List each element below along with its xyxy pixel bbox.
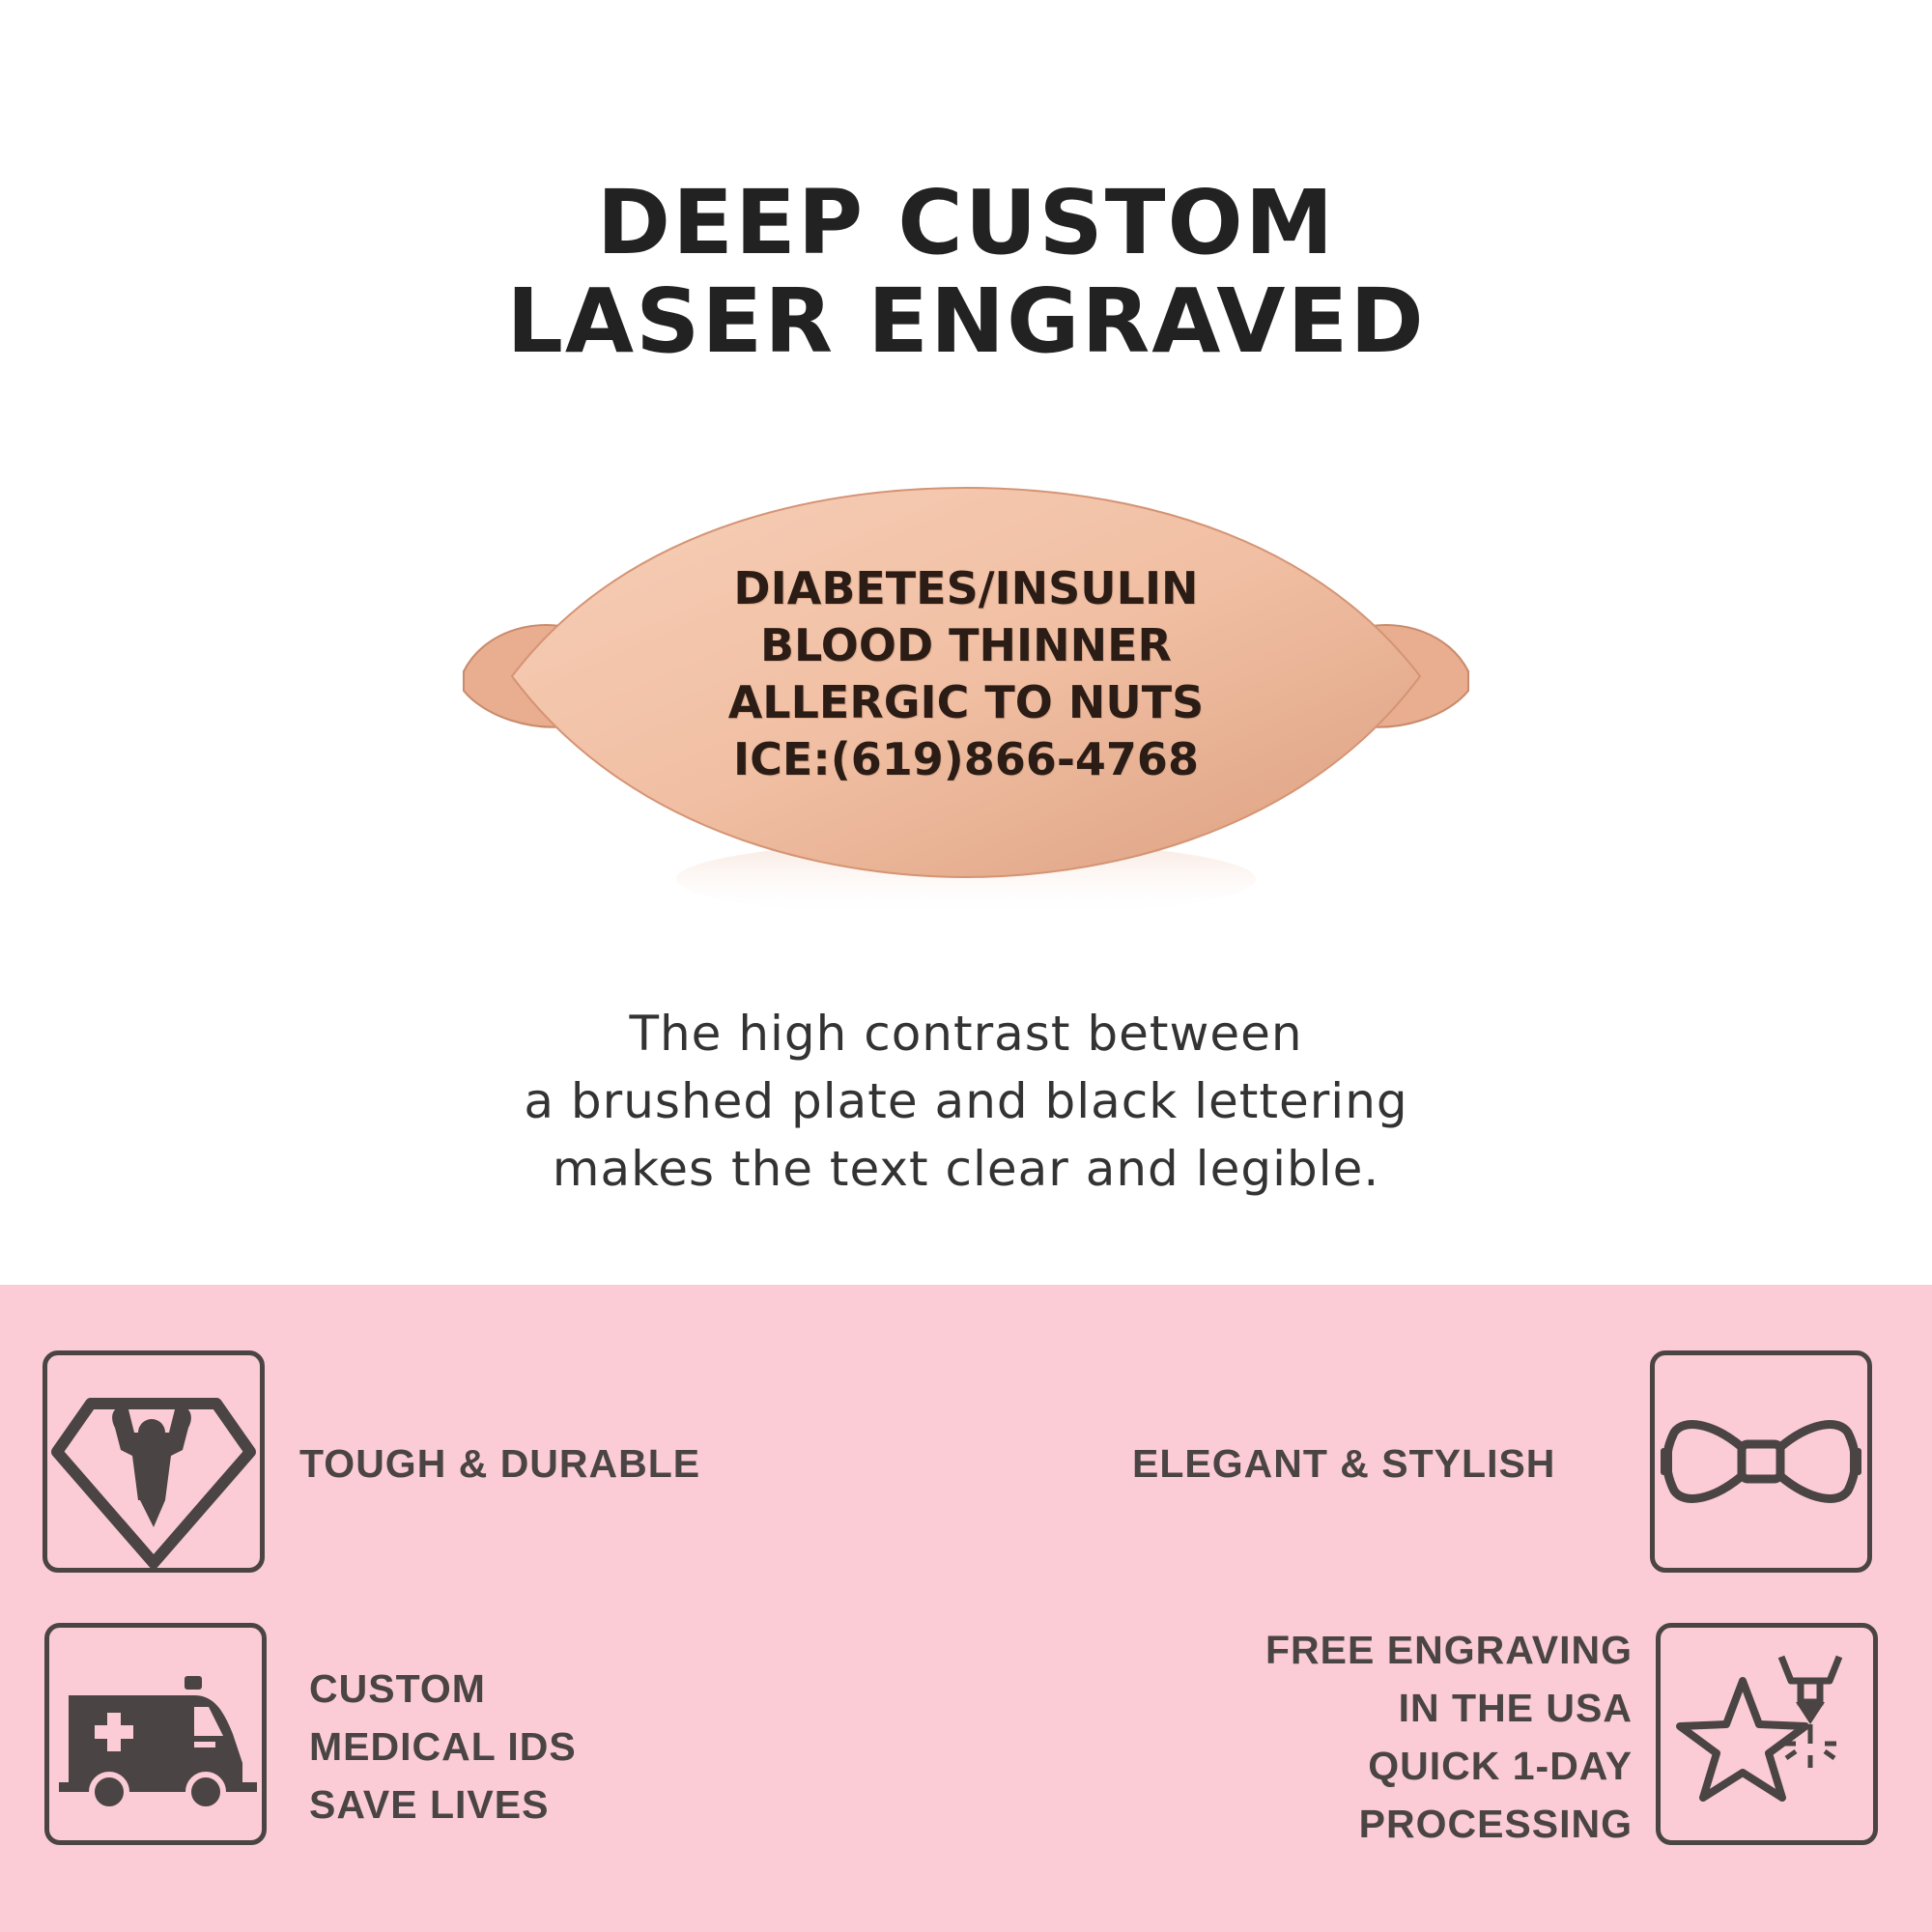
feature-label-elegant: ELEGANT & STYLISH [1132, 1435, 1555, 1492]
feature-text: IN THE USA [1398, 1686, 1633, 1730]
plate-engraving: DIABETES/INSULIN BLOOD THINNER ALLERGIC … [444, 560, 1488, 788]
plate-body [510, 486, 1422, 879]
feature-text: MEDICAL IDS [309, 1724, 577, 1769]
description: The high contrast between a brushed plat… [0, 1000, 1932, 1203]
engraving-line: DIABETES/INSULIN [733, 562, 1199, 614]
laser-star-icon [1676, 1655, 1843, 1802]
description-line-3: makes the text clear and legible. [552, 1141, 1380, 1197]
engraving-line: BLOOD THINNER [760, 619, 1172, 671]
engraving-line: ALLERGIC TO NUTS [727, 676, 1205, 728]
title-line-1: DEEP CUSTOM [596, 171, 1336, 274]
feature-text: SAVE LIVES [309, 1782, 550, 1827]
feature-icon-box-elegant [1650, 1350, 1872, 1573]
feature-text: CUSTOM [309, 1666, 486, 1711]
plate-image [463, 486, 1469, 918]
bow-tie-icon [1661, 1420, 1861, 1503]
ambulance-icon [59, 1676, 257, 1812]
feature-text: PROCESSING [1358, 1802, 1633, 1846]
description-line-2: a brushed plate and black lettering [524, 1073, 1408, 1129]
features-band: TOUGH & DURABLE ELEGANT & STYLISH CUSTOM [0, 1285, 1932, 1932]
feature-text: ELEGANT & STYLISH [1132, 1441, 1556, 1486]
feature-icon-box-tough [43, 1350, 265, 1573]
feature-label-engraving: FREE ENGRAVING IN THE USA QUICK 1-DAY PR… [1140, 1621, 1633, 1853]
feature-label-tough: TOUGH & DURABLE [299, 1435, 700, 1492]
page-title: DEEP CUSTOM LASER ENGRAVED [0, 174, 1932, 371]
title-line-2: LASER ENGRAVED [506, 270, 1426, 373]
description-line-1: The high contrast between [629, 1006, 1303, 1062]
feature-label-medical: CUSTOM MEDICAL IDS SAVE LIVES [309, 1660, 577, 1833]
engraved-plate: DIABETES/INSULIN BLOOD THINNER ALLERGIC … [444, 473, 1488, 956]
feature-icon-box-engraving [1656, 1623, 1878, 1845]
strongman-diamond-icon [51, 1398, 256, 1568]
engraving-line: ICE:(619)866-4768 [733, 733, 1199, 785]
feature-text: FREE ENGRAVING [1265, 1628, 1633, 1672]
feature-text: QUICK 1-DAY [1368, 1744, 1633, 1788]
feature-text: TOUGH & DURABLE [299, 1441, 701, 1486]
feature-icon-box-medical [44, 1623, 267, 1845]
